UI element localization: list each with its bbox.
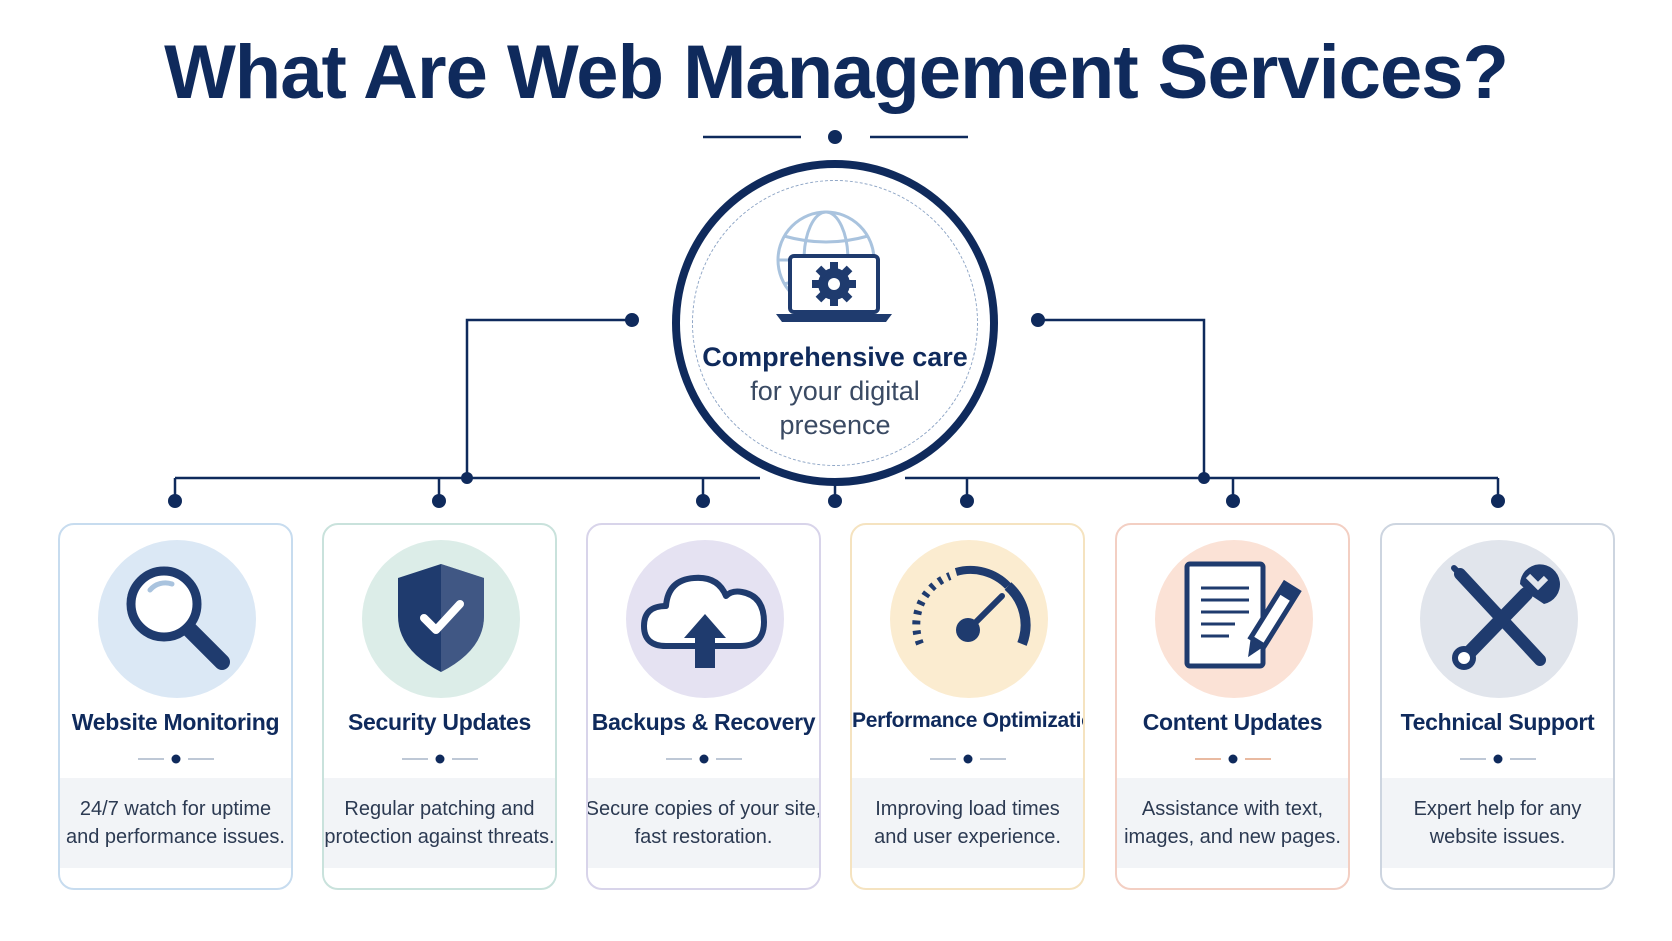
hub-line-3: presence [779,410,891,440]
service-card-backups-recovery: Backups & Recovery Secure copies of your… [586,523,821,890]
description-line: Secure copies of your site, [586,798,821,820]
shield-check-icon [398,564,484,672]
separator [666,754,742,764]
service-card-website-monitoring: Website Monitoring 24/7 watch for uptime… [58,523,293,890]
description-line: images, and new pages. [1124,826,1341,848]
service-description: Improving load times and user experience… [852,778,1083,868]
icon-circle [1155,540,1313,698]
icon-circle [1420,540,1578,698]
description-line: and performance issues. [65,826,285,848]
icon-circle [98,540,256,698]
description-line: protection against threats. [324,826,555,848]
service-name: Technical Support [1400,709,1595,735]
page-title: What Are Web Management Services? [164,30,1509,115]
magnifier-icon [126,566,230,670]
cloud-upload-icon [641,574,767,668]
description-line: Regular patching and [344,798,535,820]
description-line: fast restoration. [634,826,773,848]
document-pencil-icon [1184,561,1302,669]
hub-line-2: for your digital [750,376,920,406]
icon-circle [362,540,520,698]
hub-caption: Comprehensive care for your digital pres… [680,340,990,442]
service-description: Expert help for any website issues. [1382,778,1613,868]
globe-laptop-gear-icon [776,210,892,322]
service-name: Website Monitoring [71,709,280,735]
service-card-technical-support: Technical Support Expert help for any we… [1380,523,1615,890]
separator [1460,754,1536,764]
service-name: Performance Optimization [852,709,1085,732]
separator [138,754,214,764]
description-line: website issues. [1429,826,1566,848]
service-description: Assistance with text, images, and new pa… [1117,778,1348,868]
service-name: Content Updates [1142,709,1323,735]
speedometer-icon [912,566,1031,646]
service-card-performance-optimization: Performance Optimization Improving load … [850,523,1085,890]
description-line: Improving load times [875,798,1060,820]
description-line: 24/7 watch for uptime [79,798,272,820]
description-line: Assistance with text, [1141,798,1324,820]
icon-circle [626,540,784,698]
central-hub: Comprehensive care for your digital pres… [672,160,998,486]
description-line: and user experience. [874,826,1061,848]
separator [930,754,1006,764]
service-name: Security Updates [347,709,532,735]
service-card-security-updates: Security Updates Regular patching and pr… [322,523,557,890]
separator [1195,754,1271,764]
separator [402,754,478,764]
icon-circle [890,540,1048,698]
hub-line-1: Comprehensive care [702,342,968,372]
hub-dashed-ring [692,180,978,466]
description-line: Expert help for any [1413,798,1582,820]
wrench-screwdriver-icon [1451,564,1560,670]
service-description: 24/7 watch for uptime and performance is… [60,778,291,868]
service-card-content-updates: Content Updates Assistance with text, im… [1115,523,1350,890]
service-description: Regular patching and protection against … [324,778,555,868]
service-name: Backups & Recovery [591,709,816,735]
service-description: Secure copies of your site, fast restora… [588,778,819,868]
